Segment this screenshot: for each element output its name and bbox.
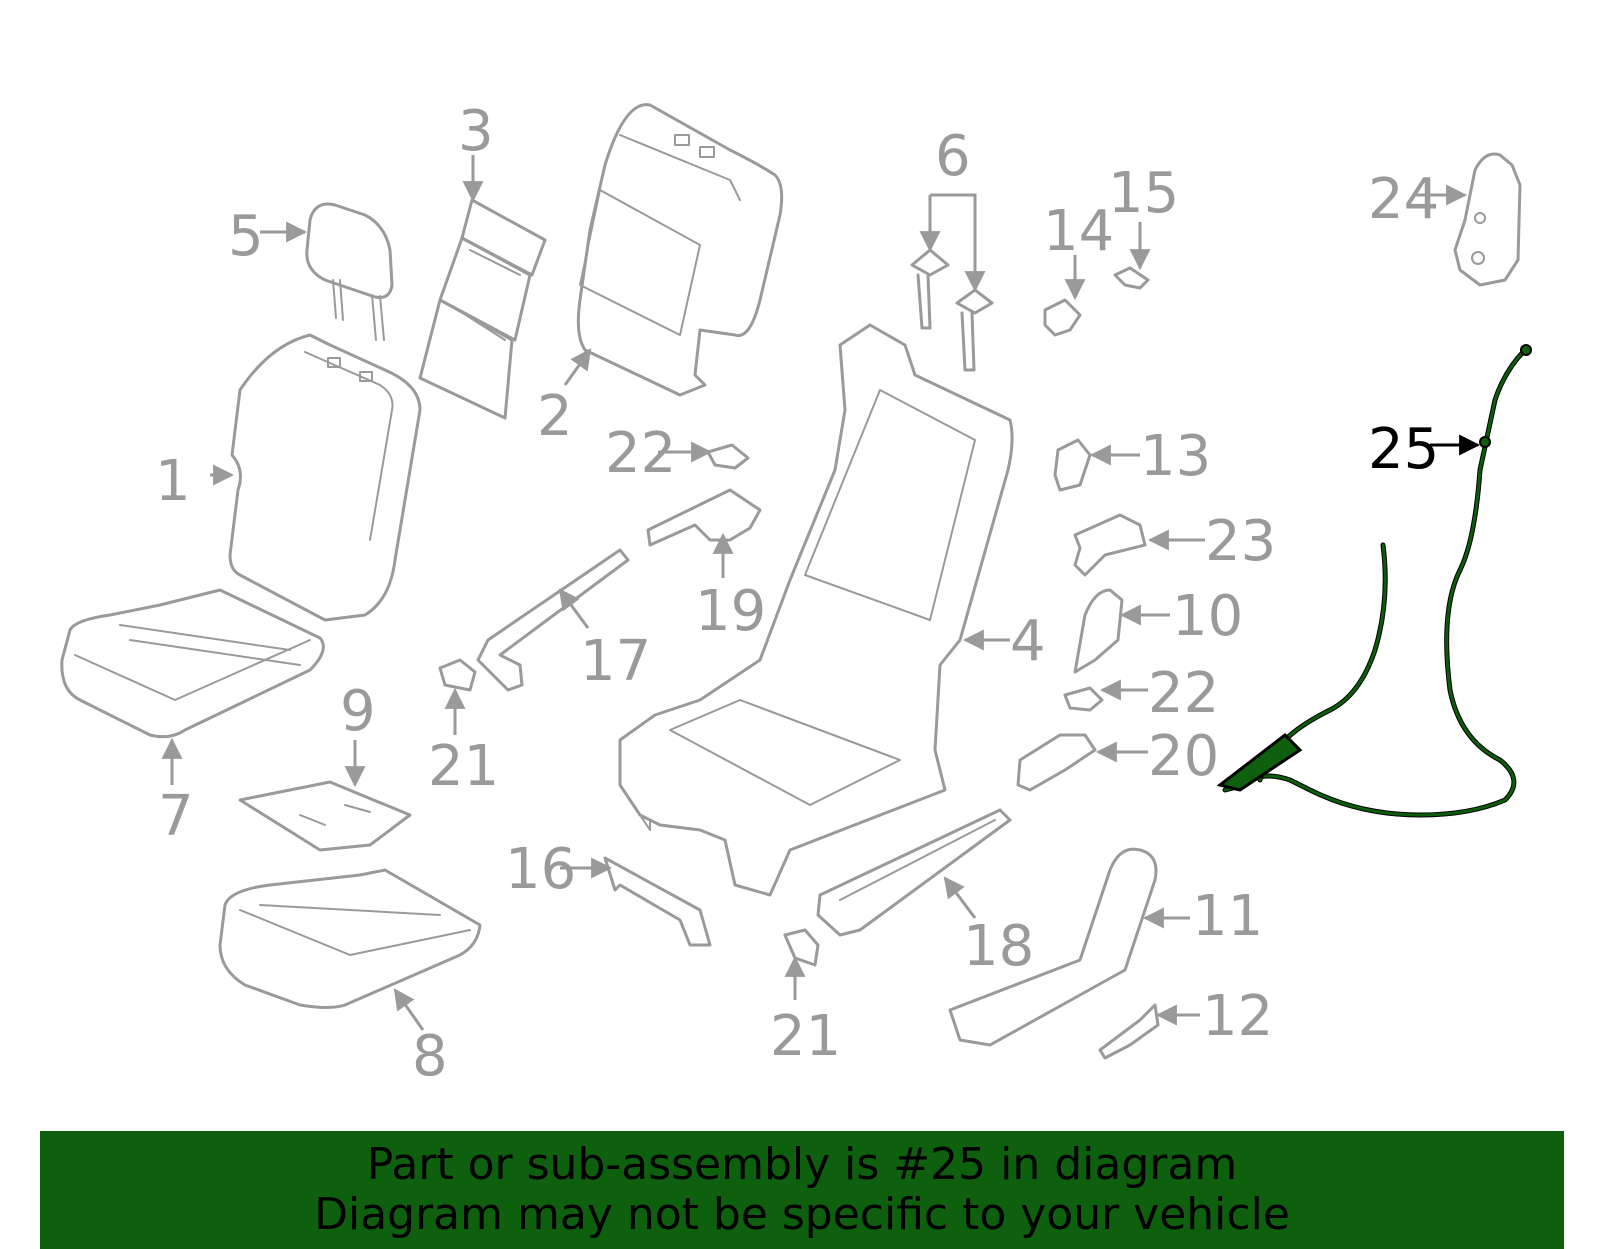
callout-17: 17 (580, 629, 651, 694)
callout-20: 20 (1148, 724, 1219, 789)
part-15-clip (1113, 266, 1150, 290)
part-9-pad (238, 780, 412, 852)
part-6-bushings (910, 248, 994, 372)
part-5-headrest (305, 202, 394, 341)
part-12-trim (1098, 1003, 1160, 1060)
callout-8: 8 (412, 1024, 448, 1089)
callout-14: 14 (1043, 199, 1114, 264)
part-13-bracket (1053, 438, 1092, 492)
banner-line-disclaimer: Diagram may not be specific to your vehi… (314, 1189, 1290, 1240)
callout-13: 13 (1140, 424, 1211, 489)
part-1-seatback-cover (228, 333, 422, 622)
callout-21-left: 21 (428, 734, 499, 799)
callout-16: 16 (505, 837, 576, 902)
part-10-bracket (1073, 588, 1124, 674)
part-24-bracket (1453, 152, 1522, 287)
callout-10: 10 (1172, 584, 1243, 649)
part-21-clip-lower (783, 928, 820, 967)
part-22-clip-upper (706, 443, 750, 470)
part-20-latch (1016, 733, 1097, 792)
parts-diagram: 1 2 3 4 5 6 7 8 9 10 11 12 13 14 15 16 1… (60, 99, 1532, 1089)
part-3-back-pad (418, 198, 547, 420)
callout-6: 6 (935, 124, 971, 189)
callout-23: 23 (1205, 509, 1276, 574)
callout-labels: 1 2 3 4 5 6 7 8 9 10 11 12 13 14 15 16 1… (155, 99, 1439, 1089)
leader-arrows (161, 155, 1481, 1031)
callout-1: 1 (155, 449, 191, 514)
callout-21-lower: 21 (770, 1004, 841, 1069)
part-22-clip-lower (1063, 686, 1104, 712)
info-banner: Part or sub-assembly is #25 in diagram D… (40, 1131, 1564, 1249)
callout-19: 19 (695, 579, 766, 644)
part-19-cover (646, 488, 762, 547)
callout-2: 2 (537, 384, 573, 449)
part-4-seat-frame (618, 323, 1014, 897)
part-18-track-cover (816, 808, 1012, 937)
callout-7: 7 (158, 784, 194, 849)
part-16-trim (603, 856, 712, 947)
part-21-clip-left (438, 658, 477, 692)
part-11-shield (948, 847, 1158, 1047)
callout-18: 18 (963, 914, 1034, 979)
part-2-back-frame (576, 103, 784, 397)
callout-24: 24 (1368, 167, 1439, 232)
part-14-clip (1043, 298, 1082, 337)
banner-line-part: Part or sub-assembly is #25 in diagram (366, 1139, 1238, 1190)
callout-12: 12 (1202, 984, 1273, 1049)
part-25-wiring-harness (1216, 344, 1532, 818)
part-17-trim (476, 548, 630, 692)
callout-22-upper: 22 (605, 421, 676, 486)
callout-15: 15 (1108, 161, 1179, 226)
callout-22-lower: 22 (1148, 661, 1219, 726)
callout-9: 9 (340, 679, 376, 744)
callout-5: 5 (228, 204, 264, 269)
callout-3: 3 (458, 99, 494, 164)
callout-11: 11 (1192, 884, 1263, 949)
part-8-cushion-frame (218, 868, 482, 1009)
part-23-cover (1073, 513, 1147, 577)
callout-25: 25 (1368, 417, 1439, 482)
part-7-cushion-cover (60, 588, 325, 739)
callout-4: 4 (1010, 609, 1046, 674)
